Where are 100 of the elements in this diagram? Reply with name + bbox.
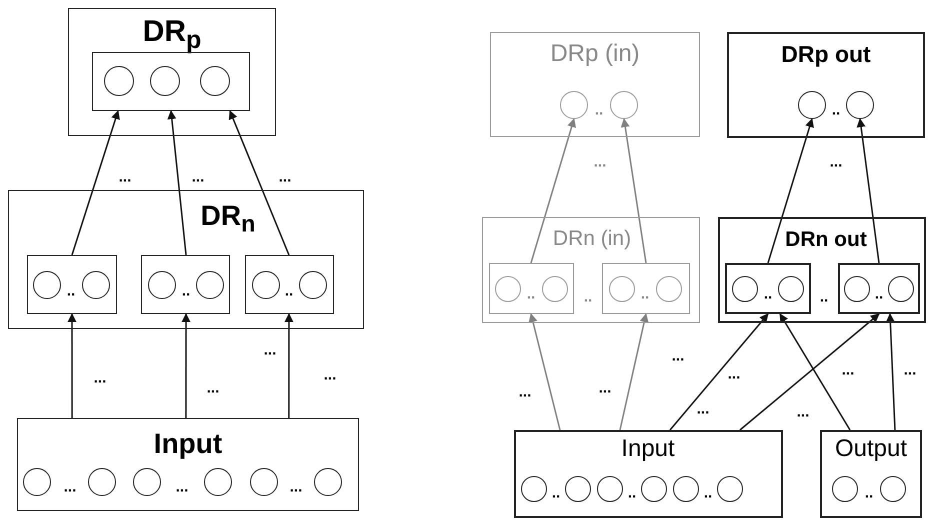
ellipsis: ... bbox=[728, 366, 740, 382]
neuron-group-box bbox=[838, 263, 920, 314]
layer-title: Input bbox=[621, 436, 675, 462]
neuron-circle bbox=[610, 91, 638, 119]
arrow bbox=[71, 110, 120, 256]
neuron-circle bbox=[597, 476, 623, 502]
ellipsis: ... bbox=[206, 380, 220, 396]
ellipsis: ... bbox=[324, 368, 336, 382]
layer-title: DRp out bbox=[781, 42, 871, 68]
ellipsis: ... bbox=[290, 480, 302, 494]
neuron-circle bbox=[204, 468, 232, 496]
ellipsis: ... bbox=[278, 170, 292, 184]
layer-box bbox=[727, 32, 925, 138]
neuron-group-box bbox=[92, 52, 250, 111]
neuron-circle bbox=[148, 271, 176, 299]
neuron-circle bbox=[314, 468, 342, 496]
neuron-circle bbox=[521, 476, 547, 502]
layer-title: Output bbox=[834, 436, 908, 462]
ellipsis: ... bbox=[94, 370, 106, 386]
neuron-circle bbox=[880, 476, 906, 502]
neuron-circle bbox=[778, 276, 804, 302]
ellipsis: ... bbox=[696, 402, 710, 416]
arrow bbox=[228, 110, 290, 256]
neuron-group-box bbox=[489, 263, 574, 314]
neuron-circle bbox=[542, 276, 568, 302]
neuron-circle bbox=[150, 66, 180, 96]
neuron-circle bbox=[23, 468, 51, 496]
arrow bbox=[619, 313, 649, 430]
ellipsis: ... bbox=[830, 154, 842, 170]
neuron-circle bbox=[82, 271, 110, 299]
arrow bbox=[68, 313, 76, 418]
arrow bbox=[528, 313, 561, 430]
ellipsis: ... bbox=[594, 154, 606, 170]
ellipsis: .. bbox=[704, 486, 712, 500]
neuron-circle bbox=[200, 66, 230, 96]
arrow bbox=[182, 313, 191, 418]
arrow bbox=[620, 118, 647, 264]
layer-box bbox=[718, 217, 926, 323]
arrow bbox=[856, 118, 880, 264]
neuron-circle bbox=[832, 476, 858, 502]
neuron-circle bbox=[844, 276, 870, 302]
ellipsis: .. bbox=[552, 486, 560, 500]
neuron-circle bbox=[104, 66, 134, 96]
neuron-circle bbox=[717, 476, 743, 502]
neuron-circle bbox=[656, 276, 682, 302]
neuron-group-box bbox=[141, 255, 230, 314]
neuron-circle bbox=[732, 276, 758, 302]
neuron-circle bbox=[673, 476, 699, 502]
layer-title: Input bbox=[154, 429, 222, 460]
ellipsis: .. bbox=[874, 286, 884, 302]
ellipsis: ... bbox=[796, 404, 810, 420]
neuron-group-box bbox=[602, 263, 690, 314]
layer-box bbox=[17, 418, 359, 511]
neuron-circle bbox=[609, 276, 635, 302]
ellipsis: ... bbox=[64, 480, 76, 494]
ellipsis: ... bbox=[118, 170, 132, 184]
ellipsis: ... bbox=[518, 384, 532, 400]
ellipsis: .. bbox=[820, 290, 828, 304]
ellipsis: ... bbox=[672, 348, 684, 364]
neuron-group-box bbox=[27, 255, 117, 314]
ellipsis: ... bbox=[264, 342, 276, 358]
layer-box bbox=[482, 217, 700, 323]
ellipsis: ... bbox=[598, 380, 612, 396]
arrow bbox=[739, 313, 880, 431]
neuron-circle bbox=[88, 468, 116, 496]
layer-box bbox=[8, 190, 364, 329]
ellipsis: .. bbox=[764, 286, 772, 302]
ellipsis: ... bbox=[192, 170, 204, 184]
neuron-circle bbox=[888, 276, 914, 302]
neuron-group-box bbox=[725, 263, 811, 314]
ellipsis: ... bbox=[842, 362, 854, 378]
arrow bbox=[669, 313, 769, 430]
layer-title: DR$_{n}$ bbox=[200, 201, 256, 238]
layer-box bbox=[514, 430, 783, 518]
ellipsis: .. bbox=[832, 102, 840, 118]
neuron-circle bbox=[846, 91, 874, 119]
neuron-circle bbox=[495, 276, 521, 302]
neuron-circle bbox=[252, 271, 280, 299]
arrow bbox=[886, 313, 896, 430]
arrow bbox=[167, 110, 187, 256]
ellipsis: .. bbox=[526, 286, 536, 302]
ellipsis: .. bbox=[640, 286, 650, 302]
layer-box bbox=[490, 32, 700, 137]
neuron-circle bbox=[299, 271, 327, 299]
ellipsis: .. bbox=[284, 284, 294, 298]
layer-box bbox=[68, 8, 276, 136]
arrow bbox=[284, 313, 294, 418]
ellipsis: .. bbox=[628, 486, 636, 500]
layer-title: DRp (in) bbox=[550, 41, 640, 68]
layer-box bbox=[820, 430, 922, 518]
ellipsis: .. bbox=[66, 284, 76, 298]
neuron-circle bbox=[196, 271, 224, 299]
ellipsis: .. bbox=[594, 102, 604, 118]
neuron-group-box bbox=[245, 255, 334, 314]
ellipsis: ... bbox=[176, 480, 188, 494]
neuron-circle bbox=[798, 91, 826, 119]
neuron-circle bbox=[641, 476, 667, 502]
ellipsis: .. bbox=[182, 284, 190, 298]
layer-title: DRn (in) bbox=[552, 227, 632, 250]
arrow bbox=[779, 313, 851, 430]
